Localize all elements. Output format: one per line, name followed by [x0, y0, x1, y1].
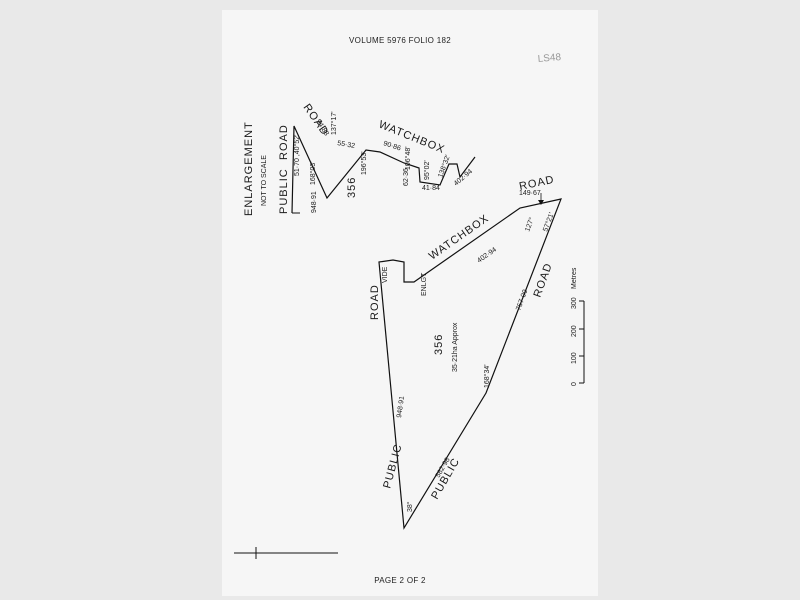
enlargement-dim-1: 51·70 ,40°52' [293, 134, 301, 176]
vide-label: VIDE [382, 266, 389, 283]
dim-angle-top-2: 127° [523, 216, 536, 233]
scale-unit: Metres [571, 267, 578, 289]
enlgt-label: ENLGT [421, 272, 428, 296]
enlargement-dim-8: 62·36 [403, 168, 410, 186]
public-label-left: PUBLIC [381, 442, 404, 489]
volume-folio-header: VOLUME 5976 FOLIO 182 [349, 36, 451, 45]
enlargement-dim-3: 137°17' [330, 111, 338, 135]
main-lot-number: 356 [433, 334, 445, 355]
enlargement-dim-5: 90·86 [382, 140, 401, 152]
scale-tick-100: 100 [571, 352, 578, 364]
page-number-footer: PAGE 2 OF 2 [374, 576, 426, 585]
dim-top: 149·67 [519, 190, 541, 197]
dim-angle-top: 57°21' [541, 211, 555, 232]
enlargement-boundary [291, 125, 476, 214]
enlargement-subtitle: NOT TO SCALE [261, 155, 268, 206]
parcel-boundary [378, 198, 562, 530]
stamp-text: LS48 [537, 52, 562, 65]
enlargement-dim-9: 95°02' [423, 160, 431, 180]
scale-tick-300: 300 [571, 297, 578, 309]
scale-tick-200: 200 [571, 325, 578, 337]
main-parcel-diagram: ROAD PUBLIC PUBLIC ROAD ROAD WATCHBOX VI… [369, 174, 562, 530]
dim-bearing: 168°34' [483, 364, 491, 388]
enlargement-road-public: PUBLIC [278, 168, 290, 214]
enlargement-dim-6: 106°48' [404, 146, 412, 170]
scale-bar: 0 100 200 300 Metres [571, 267, 585, 386]
enlargement-diagram: ENLARGEMENT NOT TO SCALE PUBLIC ROAD ROA… [243, 102, 476, 216]
reference-mark [234, 547, 338, 559]
dim-watchbox: 402·94 [476, 246, 498, 264]
enlargement-road-road: ROAD [278, 124, 290, 160]
enlargement-dim-7: 196°53' [360, 151, 368, 175]
enlargement-dim-13: 168°03' [309, 161, 317, 185]
dim-angle-bottom: 38° [406, 501, 414, 512]
area-label: 35·21ha Approx [452, 322, 459, 372]
enlargement-dim-12: 402·94 [453, 168, 474, 187]
scale-tick-0: 0 [571, 382, 578, 386]
dim-left: 948·91 [396, 396, 406, 419]
enlargement-dim-10: 138°32' [436, 154, 452, 179]
road-label-left: ROAD [369, 284, 381, 320]
dim-right: 757·00 [515, 289, 529, 312]
enlargement-dim-4: 55·32 [337, 140, 356, 150]
survey-plan-sheet [222, 10, 598, 596]
enlargement-lot-number: 356 [346, 177, 358, 198]
enlargement-dim-14: 948·91 [311, 191, 318, 213]
enlargement-dim-11: 41·84 [422, 185, 440, 192]
enlargement-title: ENLARGEMENT [243, 121, 255, 216]
